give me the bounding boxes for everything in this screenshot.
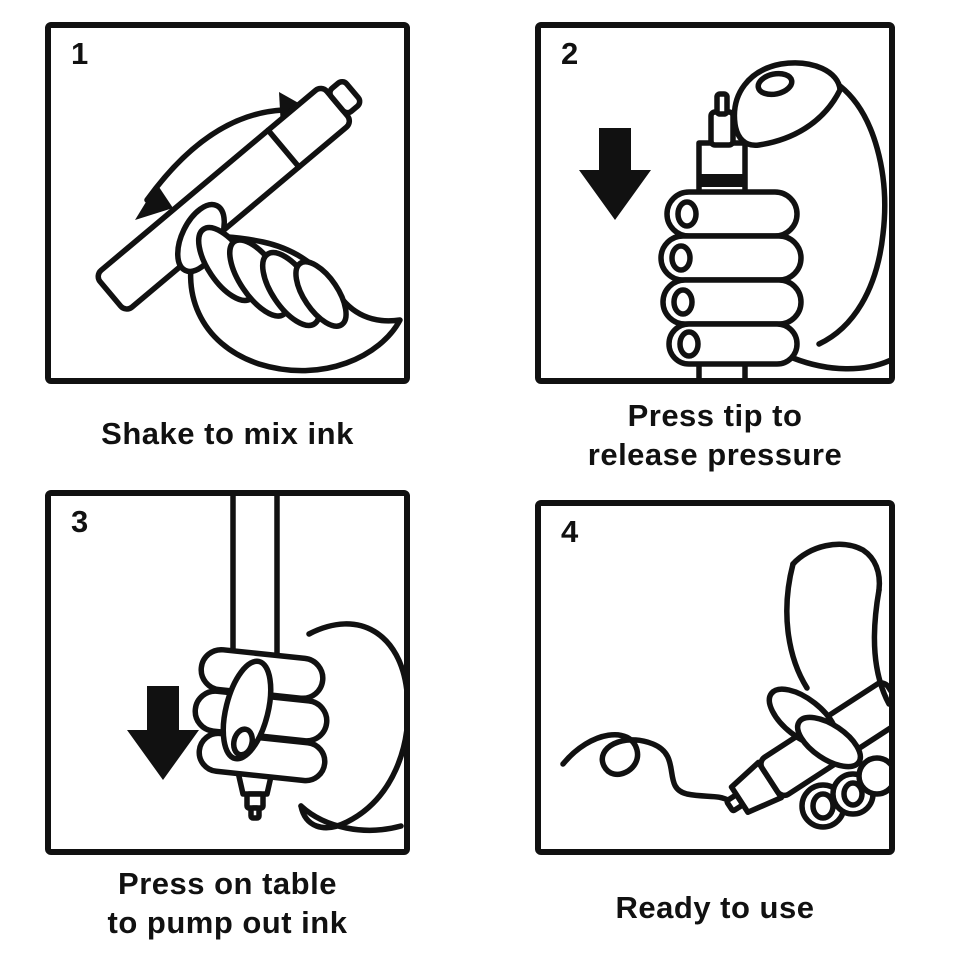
down-arrow-icon (127, 686, 199, 780)
writing-hand-icon (766, 541, 889, 830)
panel-1-number: 1 (71, 36, 89, 71)
press-on-table-illustration (127, 496, 404, 833)
panel-2-press-tip: 2 (535, 22, 895, 384)
caption-line: to pump out ink (107, 905, 348, 940)
press-tip-illustration (579, 60, 889, 378)
caption-press-tip: Press tip to release pressure (510, 396, 920, 474)
caption-ready: Ready to use (510, 888, 920, 927)
panel-1-shake: 1 (45, 22, 410, 384)
shake-marker-illustration (95, 78, 403, 374)
caption-press-table: Press on table to pump out ink (40, 864, 415, 942)
panel-3-press-table: 3 (45, 490, 410, 855)
panel-4-ready: 4 (535, 500, 895, 855)
squiggle-line-icon (560, 732, 733, 804)
down-arrow-icon (579, 128, 651, 220)
panel-3-number: 3 (71, 504, 89, 539)
caption-line: Press tip to (627, 398, 803, 433)
caption-line: Shake to mix ink (101, 416, 354, 451)
hand-icon (174, 201, 403, 374)
panel-2-number: 2 (561, 36, 579, 71)
hand-grip-icon (192, 621, 404, 833)
fist-grip-icon (658, 60, 889, 372)
ready-to-use-illustration (560, 541, 889, 830)
panel-4-number: 4 (561, 514, 579, 549)
caption-line: Press on table (118, 866, 337, 901)
marker-pen-icon (95, 78, 363, 312)
caption-line: release pressure (587, 437, 843, 472)
caption-shake: Shake to mix ink (45, 414, 410, 453)
caption-line: Ready to use (615, 890, 815, 925)
